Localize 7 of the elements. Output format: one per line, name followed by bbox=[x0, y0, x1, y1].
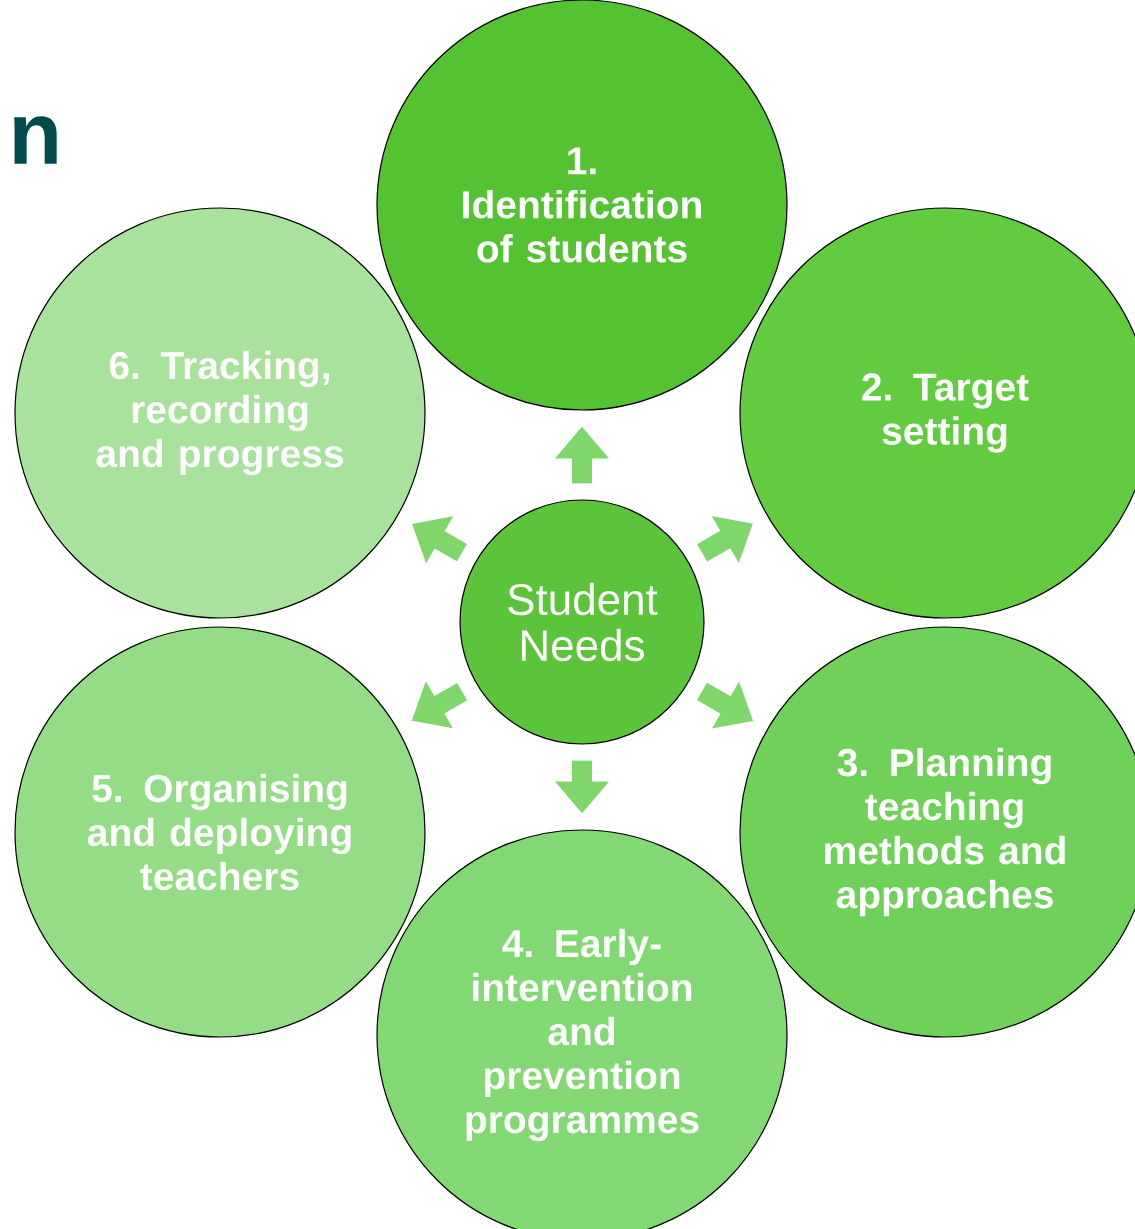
circle-node: 5. Organising and deploying teachers bbox=[14, 626, 426, 1038]
circle-node: 6. Tracking, recording and progress bbox=[14, 207, 426, 619]
circle-node: Student Needs bbox=[459, 499, 705, 745]
circle-node: 4. Early-intervention and prevention programmes bbox=[376, 829, 788, 1229]
circle-node: 2. Target setting bbox=[739, 207, 1135, 619]
circle-node: 3. Planning teaching methods and approaches bbox=[739, 626, 1135, 1038]
title: n bbox=[14, 116, 57, 164]
